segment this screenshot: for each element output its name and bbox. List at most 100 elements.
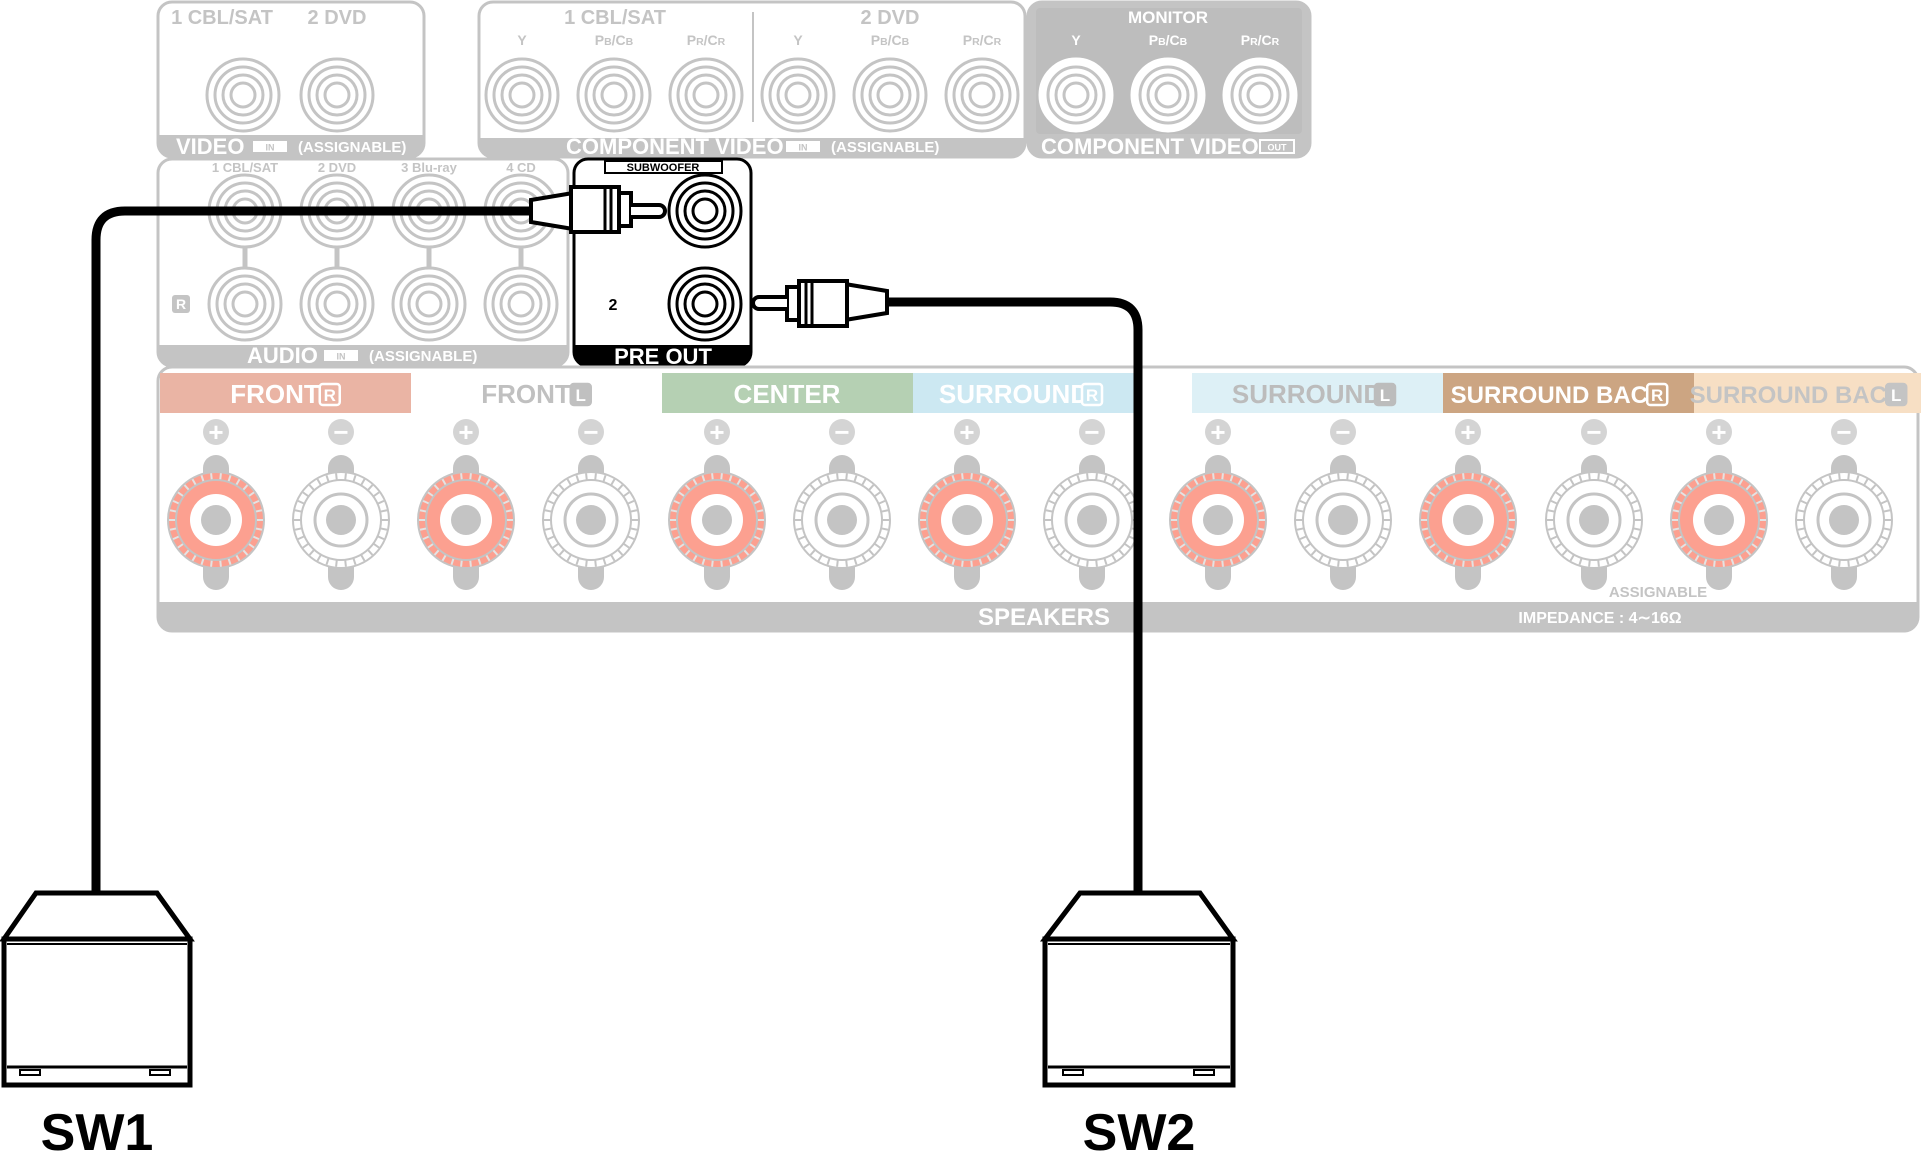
plus-icon: + xyxy=(709,417,724,447)
speaker-channel-name: FRONT xyxy=(230,379,320,409)
audio-in-badge xyxy=(324,350,358,361)
component-out-badge xyxy=(1259,139,1295,154)
speaker-terminal-plus[interactable]: + xyxy=(1419,417,1517,590)
speaker-terminal-minus[interactable]: − xyxy=(793,417,891,590)
component-out-jack[interactable] xyxy=(1130,57,1206,133)
speaker-terminal-minus[interactable]: − xyxy=(542,417,640,590)
video-in-label-1: 1 CBL/SAT xyxy=(171,7,273,29)
minus-icon: − xyxy=(1836,417,1851,447)
component-out-jack-label: Y xyxy=(1071,32,1081,48)
svg-text:SUBWOOFER: SUBWOOFER xyxy=(627,162,700,174)
video-in-title: VIDEO xyxy=(176,134,244,159)
sw1-label: SW1 xyxy=(41,1104,154,1162)
subwoofer-out-1-jack[interactable] xyxy=(667,173,743,249)
svg-text:R: R xyxy=(324,386,336,405)
audio-in-label: 4 CD xyxy=(506,160,536,175)
speaker-terminal-plus[interactable]: + xyxy=(1169,417,1267,590)
svg-text:IN: IN xyxy=(266,143,275,153)
component-in-jack[interactable] xyxy=(576,57,652,133)
svg-text:L: L xyxy=(1891,386,1901,405)
component-in-jack[interactable] xyxy=(668,57,744,133)
impedance-footer: IMPEDANCE : 4∼16Ω xyxy=(1518,610,1681,627)
speaker-side-badge xyxy=(1884,382,1908,407)
speaker-terminal-plus[interactable]: + xyxy=(417,417,515,590)
audio-in-jack-right[interactable] xyxy=(483,266,559,342)
speaker-side-badge xyxy=(1080,382,1104,407)
component-in-jack-label: Y xyxy=(517,32,527,48)
assignable-label: ASSIGNABLE xyxy=(1609,584,1707,601)
audio-channel-badge xyxy=(172,295,190,313)
audio-in-label: 2 DVD xyxy=(318,160,356,175)
audio-in-label: 1 CBL/SAT xyxy=(212,160,278,175)
svg-text:R: R xyxy=(176,296,186,312)
rca-plug-boot-2 xyxy=(843,281,889,323)
subwoofer-out-2-jack[interactable] xyxy=(667,266,743,342)
speaker-channel-name: SURROUND xyxy=(939,379,1089,409)
speaker-terminal-plus[interactable]: + xyxy=(167,417,265,590)
plus-icon: + xyxy=(1210,417,1225,447)
speaker-terminal-minus[interactable]: − xyxy=(1545,417,1643,590)
svg-text:OUT: OUT xyxy=(1268,143,1288,153)
component-in-jack[interactable] xyxy=(760,57,836,133)
audio-in-note: (ASSIGNABLE) xyxy=(369,348,477,365)
component-in-jack[interactable] xyxy=(852,57,928,133)
speaker-terminal-minus[interactable]: − xyxy=(1043,417,1141,590)
video-in-jack-2 xyxy=(299,57,375,133)
svg-text:IN: IN xyxy=(799,143,808,153)
speakers-footer: SPEAKERS xyxy=(978,604,1110,631)
component-in-jack-label: Y xyxy=(793,32,803,48)
component-in-jack-label: PB/CB xyxy=(871,32,910,48)
plus-icon: + xyxy=(1711,417,1726,447)
component-in-badge xyxy=(786,141,820,152)
audio-in-jack-right[interactable] xyxy=(299,266,375,342)
minus-icon: − xyxy=(1084,417,1099,447)
minus-icon: − xyxy=(583,417,598,447)
cable-sw2 xyxy=(751,279,1143,893)
plus-icon: + xyxy=(1460,417,1475,447)
component-in-group-2: 2 DVD xyxy=(861,7,920,29)
component-in-group-1: 1 CBL/SAT xyxy=(564,7,666,29)
speaker-terminal-plus[interactable]: + xyxy=(1670,417,1768,590)
speaker-terminal-minus[interactable]: − xyxy=(1795,417,1893,590)
component-out-jack[interactable] xyxy=(1222,57,1298,133)
video-in-badge xyxy=(253,141,287,152)
plus-icon: + xyxy=(458,417,473,447)
speaker-terminal-minus[interactable]: − xyxy=(1294,417,1392,590)
speaker-channel-name: SURROUND BACK xyxy=(1451,382,1666,409)
component-in-jack-label: PR/CR xyxy=(687,32,726,48)
speaker-channel-name: CENTER xyxy=(734,379,841,409)
subwoofer-sw2[interactable]: SW2 xyxy=(1039,890,1238,1162)
component-out-title: COMPONENT VIDEO xyxy=(1041,134,1259,159)
pre-out-title: PRE OUT xyxy=(614,344,712,369)
component-in-jack[interactable] xyxy=(944,57,1020,133)
video-in-panel: 1 CBL/SAT 2 DVD VIDEO IN (ASSIGNABLE) xyxy=(156,0,426,159)
audio-in-title: AUDIO xyxy=(247,343,318,368)
component-in-jack-label: PR/CR xyxy=(963,32,1002,48)
component-out-jack[interactable] xyxy=(1038,57,1114,133)
speaker-terminal-plus[interactable]: + xyxy=(918,417,1016,590)
svg-text:R: R xyxy=(1086,386,1098,405)
component-in-jack[interactable] xyxy=(484,57,560,133)
svg-text:L: L xyxy=(1380,386,1390,405)
speaker-terminal-plus[interactable]: + xyxy=(668,417,766,590)
speaker-terminal-minus[interactable]: − xyxy=(292,417,390,590)
speaker-side-badge xyxy=(1645,382,1669,407)
audio-in-jack-right[interactable] xyxy=(207,266,283,342)
plus-icon: + xyxy=(208,417,223,447)
subwoofer-2-label: 2 xyxy=(609,297,618,314)
component-out-jack-label: PB/CB xyxy=(1149,32,1188,48)
video-in-note: (ASSIGNABLE) xyxy=(298,139,406,156)
cable-sw1 xyxy=(91,185,667,893)
speaker-channel-name: SURROUND xyxy=(1232,379,1382,409)
video-in-label-2: 2 DVD xyxy=(308,7,367,29)
speaker-side-badge xyxy=(1373,382,1397,407)
audio-in-jack-right[interactable] xyxy=(391,266,467,342)
subwoofer-sw1[interactable]: SW1 xyxy=(0,890,195,1162)
